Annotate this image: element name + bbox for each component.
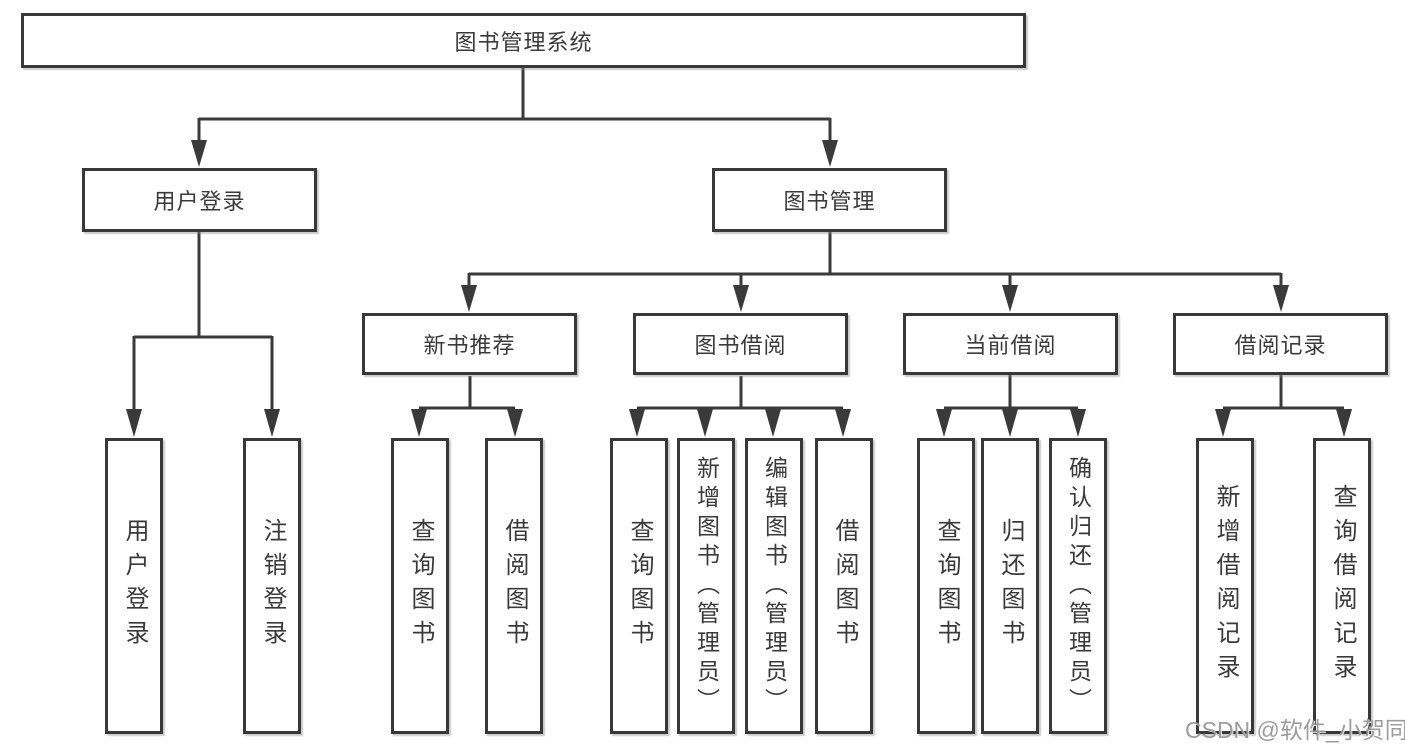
node-book-management: 图书管理 — [712, 168, 947, 232]
leaf-newbooks-query-books: 查询图书 — [391, 438, 449, 734]
leaf-newbooks-borrow-books-label: 借阅图书 — [501, 518, 528, 654]
leaf-records-add-record: 新增借阅记录 — [1196, 438, 1254, 734]
node-root: 图书管理系统 — [21, 13, 1026, 68]
node-borrowing-records-label: 借阅记录 — [1234, 333, 1327, 358]
leaf-user-login: 用户登录 — [105, 438, 163, 734]
leaf-newbooks-borrow-books: 借阅图书 — [485, 438, 543, 734]
leaf-current-confirm-return-admin-label: 确认归还（管理员） — [1065, 455, 1092, 717]
leaf-borrowing-add-books-admin: 新增图书（管理员） — [677, 438, 735, 734]
leaf-borrowing-borrow-books-label: 借阅图书 — [831, 518, 858, 654]
leaf-borrowing-edit-books-admin: 编辑图书（管理员） — [745, 438, 803, 734]
node-current-borrowing-label: 当前借阅 — [964, 333, 1057, 358]
leaf-borrowing-borrow-books: 借阅图书 — [815, 438, 873, 734]
node-user-login-label: 用户登录 — [153, 189, 246, 214]
leaf-borrowing-query-books: 查询图书 — [610, 438, 668, 734]
leaf-records-query-record-label: 查询借阅记录 — [1329, 484, 1356, 688]
leaf-current-return-books-label: 归还图书 — [997, 518, 1024, 654]
node-user-login: 用户登录 — [82, 168, 317, 232]
leaf-logout-label: 注销登录 — [259, 518, 286, 654]
node-book-management-label: 图书管理 — [783, 189, 876, 214]
leaf-newbooks-query-books-label: 查询图书 — [407, 518, 434, 654]
leaf-logout: 注销登录 — [243, 438, 301, 734]
leaf-user-login-label: 用户登录 — [121, 518, 148, 654]
leaf-borrowing-edit-books-admin-label: 编辑图书（管理员） — [761, 455, 788, 717]
node-root-label: 图书管理系统 — [454, 29, 593, 55]
leaf-current-query-books-label: 查询图书 — [933, 518, 960, 654]
node-borrowing-records: 借阅记录 — [1173, 313, 1388, 375]
leaf-current-confirm-return-admin: 确认归还（管理员） — [1049, 438, 1107, 734]
leaf-current-query-books: 查询图书 — [917, 438, 975, 734]
node-new-book-recommend: 新书推荐 — [362, 313, 577, 375]
leaf-records-query-record: 查询借阅记录 — [1313, 438, 1371, 734]
csdn-watermark: CSDN @软件_小贺同学 — [1185, 717, 1405, 743]
node-book-borrowing-label: 图书借阅 — [694, 333, 787, 358]
node-current-borrowing: 当前借阅 — [903, 313, 1118, 375]
leaf-borrowing-query-books-label: 查询图书 — [626, 518, 653, 654]
leaf-records-add-record-label: 新增借阅记录 — [1212, 484, 1239, 688]
node-book-borrowing: 图书借阅 — [633, 313, 848, 375]
leaf-borrowing-add-books-admin-label: 新增图书（管理员） — [693, 455, 720, 717]
node-new-book-recommend-label: 新书推荐 — [423, 333, 516, 358]
leaf-current-return-books: 归还图书 — [981, 438, 1039, 734]
